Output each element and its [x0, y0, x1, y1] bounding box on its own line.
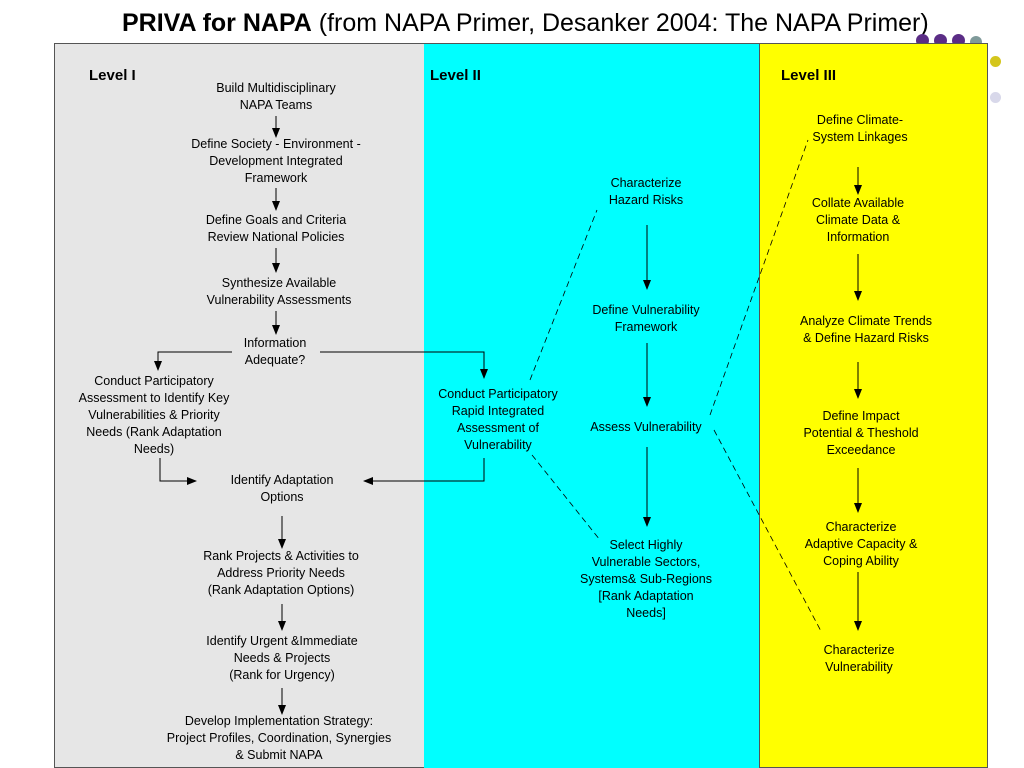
- dashed-link: [710, 140, 808, 415]
- characterize-adaptive-capacity-node: Characterize Adaptive Capacity & Coping …: [786, 519, 936, 570]
- information-adequate-node: Information Adequate?: [225, 335, 325, 369]
- develop-implementation-strategy-node: Develop Implementation Strategy: Project…: [146, 713, 412, 764]
- define-goals-node: Define Goals and Criteria Review Nationa…: [176, 212, 376, 246]
- define-climate-linkages-node: Define Climate- System Linkages: [794, 112, 926, 146]
- characterize-hazard-risks-node: Characterize Hazard Risks: [586, 175, 706, 209]
- rank-projects-node: Rank Projects & Activities to Address Pr…: [176, 548, 386, 599]
- dashed-link: [532, 455, 600, 540]
- select-vulnerable-sectors-node: Select Highly Vulnerable Sectors, System…: [566, 537, 726, 622]
- level-3-label: Level III: [781, 67, 836, 84]
- analyze-climate-trends-node: Analyze Climate Trends & Define Hazard R…: [784, 313, 948, 347]
- collate-climate-data-node: Collate Available Climate Data & Informa…: [790, 195, 926, 246]
- synthesize-assessments-node: Synthesize Available Vulnerability Asses…: [176, 275, 382, 309]
- level-2-label: Level II: [430, 67, 481, 84]
- assess-vulnerability-node: Assess Vulnerability: [576, 419, 716, 436]
- dashed-link: [530, 210, 597, 380]
- conduct-rapid-assessment-node: Conduct Participatory Rapid Integrated A…: [426, 386, 570, 454]
- define-impact-potential-node: Define Impact Potential & Theshold Excee…: [784, 408, 938, 459]
- conduct-participatory-assessment-node: Conduct Participatory Assessment to Iden…: [60, 373, 248, 458]
- characterize-vulnerability-node: Characterize Vulnerability: [794, 642, 924, 676]
- arrow-connector: [158, 352, 232, 370]
- arrow-connector: [364, 458, 484, 481]
- define-society-framework-node: Define Society - Environment - Developme…: [164, 136, 388, 187]
- build-napa-teams-node: Build Multidisciplinary NAPA Teams: [176, 80, 376, 114]
- identify-adaptation-options-node: Identify Adaptation Options: [212, 472, 352, 506]
- define-vulnerability-framework-node: Define Vulnerability Framework: [574, 302, 718, 336]
- level-1-label: Level I: [89, 67, 136, 84]
- arrow-connector: [320, 352, 484, 378]
- identify-urgent-needs-node: Identify Urgent &Immediate Needs & Proje…: [182, 633, 382, 684]
- arrow-connector: [160, 458, 196, 481]
